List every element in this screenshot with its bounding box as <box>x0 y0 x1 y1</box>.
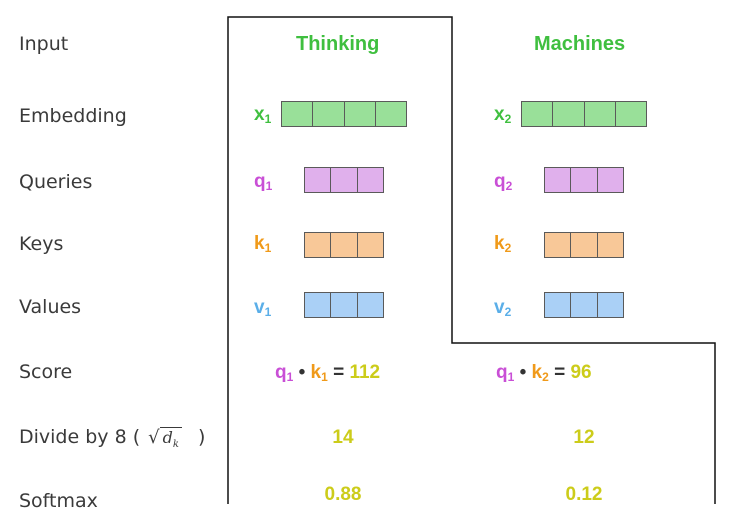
v1-label: v1 <box>254 297 272 319</box>
label-values: Values <box>19 296 82 318</box>
softmax-value-1: 0.88 <box>324 484 362 505</box>
score-value-1: 112 <box>349 362 381 383</box>
q2-query-vector <box>544 167 624 193</box>
x2-label: x2 <box>494 104 512 126</box>
score-value-2: 96 <box>570 362 592 383</box>
divided-value-2: 12 <box>573 427 595 448</box>
x1-embedding-vector <box>281 101 407 127</box>
score-expression-2: q1 • k2 = 96 <box>496 362 592 384</box>
q1-label: q1 <box>254 171 273 193</box>
label-softmax: Softmax <box>19 490 98 512</box>
v1-value-vector <box>304 292 384 318</box>
divided-value-1: 14 <box>332 427 354 448</box>
v2-label: v2 <box>494 297 512 319</box>
word-machines: Machines <box>534 33 626 55</box>
sqrt-dk-formula: √dk <box>148 427 182 450</box>
label-score: Score <box>19 361 73 383</box>
q2-label: q2 <box>494 171 513 193</box>
softmax-value-2: 0.12 <box>565 484 603 505</box>
v2-value-vector <box>544 292 624 318</box>
score-expression-1: q1 • k1 = 112 <box>275 362 381 384</box>
divide-text: Divide by 8 ( <box>19 426 141 448</box>
label-keys: Keys <box>19 233 64 255</box>
k1-label: k1 <box>254 233 272 255</box>
divide-close: ) <box>198 426 206 448</box>
label-embedding: Embedding <box>19 105 127 127</box>
x1-label: x1 <box>254 104 272 126</box>
label-queries: Queries <box>19 171 93 193</box>
label-input: Input <box>19 33 69 55</box>
label-divide: Divide by 8 ( √dk ) <box>19 426 205 450</box>
k1-key-vector <box>304 232 384 258</box>
k2-key-vector <box>544 232 624 258</box>
x2-embedding-vector <box>521 101 647 127</box>
k2-label: k2 <box>494 233 512 255</box>
q1-query-vector <box>304 167 384 193</box>
word-thinking: Thinking <box>296 33 380 55</box>
